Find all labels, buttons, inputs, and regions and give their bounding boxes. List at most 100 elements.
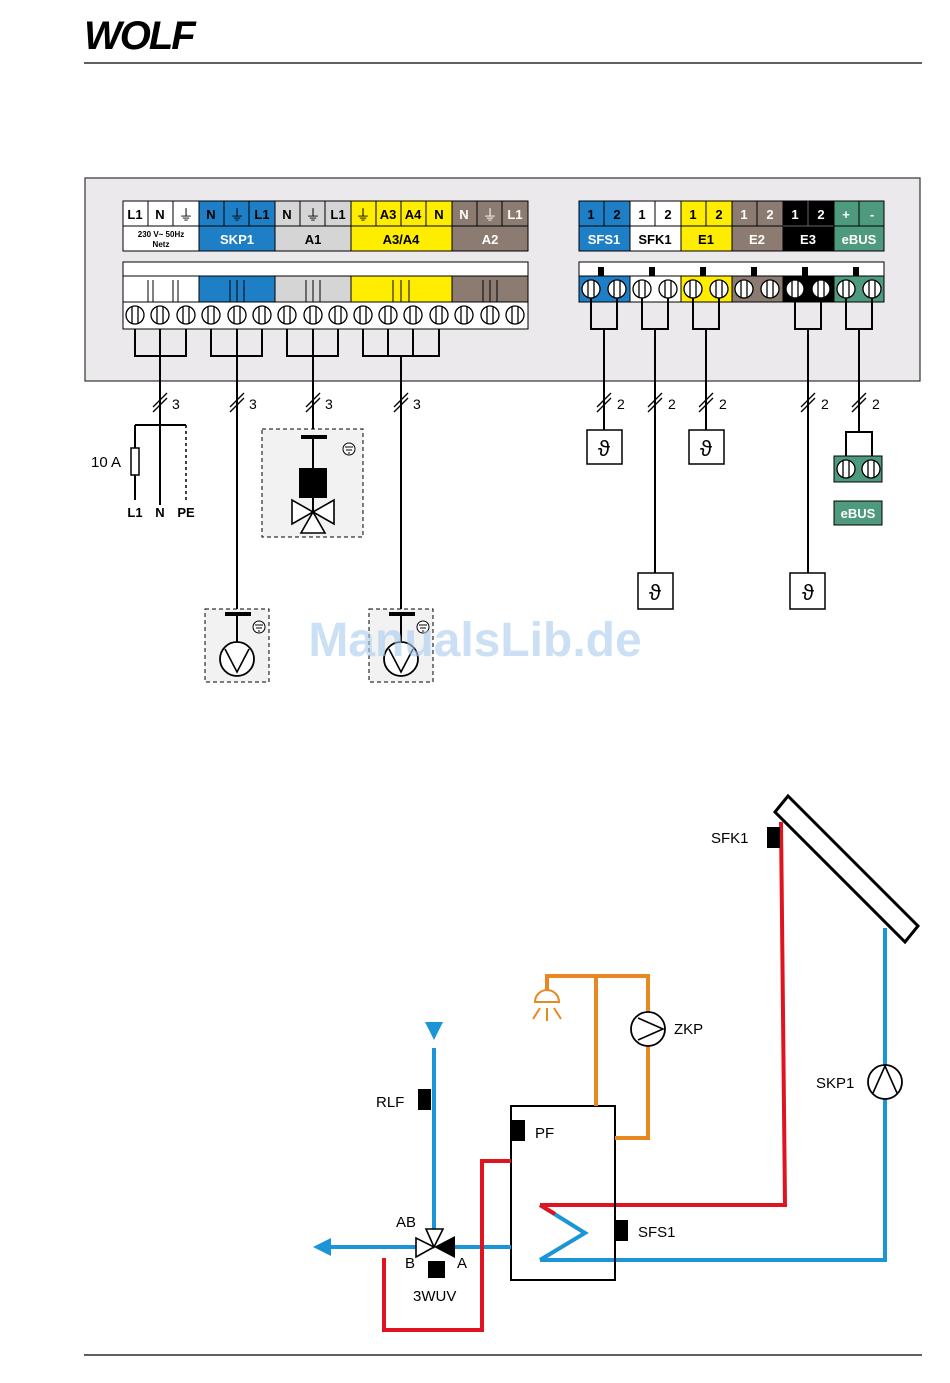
tap-icon	[533, 990, 561, 1021]
terminal-label: A3/A4	[383, 232, 421, 247]
mains-pe-label: PE	[177, 505, 195, 520]
sensor-rlf-marker	[418, 1089, 431, 1110]
terminal-label: A2	[482, 232, 499, 247]
cable-count-label: 2	[872, 396, 880, 412]
sensor-sfk1-marker	[767, 827, 780, 848]
fuse	[131, 448, 139, 475]
power-netz-label: Netz	[153, 240, 170, 249]
pin-a4: A4	[405, 207, 422, 222]
watermark: ManualsLib.de	[308, 614, 641, 667]
pump-skp1	[868, 1065, 902, 1099]
skp1-label: SKP1	[816, 1075, 854, 1092]
terminal-a1: N ⏚ L1 A1	[275, 201, 351, 251]
pin-earth: ⏚	[355, 207, 370, 224]
pump-skp1-box	[205, 609, 269, 682]
earth-icon	[253, 621, 265, 633]
pin-2: 2	[613, 207, 620, 222]
sfk1-label: SFK1	[711, 830, 749, 847]
cable-count-label: 3	[325, 396, 333, 412]
valve-label: 3WUV	[413, 1288, 456, 1305]
terminal-label: A1	[305, 232, 322, 247]
pf-label: PF	[535, 1125, 554, 1142]
pin-l1: L1	[507, 207, 522, 222]
ab-label: AB	[396, 1214, 416, 1231]
sensor-sfs1: ϑ	[587, 430, 622, 464]
terminal-e1: 1 2 E1	[681, 201, 732, 251]
three-way-valve	[416, 1229, 455, 1278]
pin-1: 1	[689, 207, 696, 222]
cable-count-marks-230v: 3 3 3 3	[153, 393, 421, 412]
arrow-left-icon	[313, 1238, 331, 1256]
pin-l1: L1	[127, 207, 142, 222]
cable-count-label: 2	[719, 396, 727, 412]
temperature-sensor-icon: ϑ	[598, 436, 610, 461]
pin-n: N	[155, 207, 164, 222]
dhw-circulation	[547, 976, 648, 1138]
pin-earth: ⏚	[305, 207, 320, 224]
terminal-ebus: + - eBUS	[834, 201, 884, 251]
sensor-pf-marker	[512, 1120, 525, 1141]
cable-count-label: 3	[249, 396, 257, 412]
terminal-label: E3	[800, 232, 816, 247]
pin-2: 2	[817, 207, 824, 222]
arrow-down-icon	[425, 1022, 443, 1040]
power-voltage-label: 230 V~ 50Hz	[138, 230, 184, 239]
pin-n: N	[459, 207, 468, 222]
terminal-label: SKP1	[220, 232, 254, 247]
cable-count-label: 3	[413, 396, 421, 412]
cable-count-label: 2	[617, 396, 625, 412]
terminal-sfs1: 1 2 SFS1	[579, 201, 630, 251]
screw-strip-230v	[123, 262, 528, 329]
sfs1-label: SFS1	[638, 1224, 676, 1241]
terminal-label: E2	[749, 232, 765, 247]
solar-flow-pipe	[540, 822, 785, 1205]
pin-1: 1	[638, 207, 645, 222]
cable-count-label: 3	[172, 396, 180, 412]
terminal-a2: N ⏚ L1 A2	[452, 201, 528, 251]
earth-icon	[343, 443, 355, 455]
terminal-a3a4: ⏚ A3 A4 N A3/A4	[351, 201, 452, 251]
fuse-label: 10 A	[91, 454, 121, 471]
rlf-label: RLF	[376, 1094, 404, 1111]
pin-1: 1	[587, 207, 594, 222]
temperature-sensor-icon: ϑ	[700, 436, 712, 461]
pin-n: N	[206, 207, 215, 222]
hydraulic-schematic: SKP1 SFK1 ZKP PF SFS1	[313, 796, 918, 1330]
terminal-label: SFS1	[588, 232, 621, 247]
pin-2: 2	[766, 207, 773, 222]
pin-a3: A3	[380, 207, 397, 222]
zkp-label: ZKP	[674, 1021, 703, 1038]
terminal-skp1: N ⏚ L1 SKP1	[199, 201, 275, 251]
mains-connection: 10 A L1 N PE	[91, 425, 195, 520]
terminal-label: eBUS	[842, 232, 877, 247]
b-label: B	[405, 1255, 415, 1272]
sensor-e1: ϑ	[689, 430, 724, 464]
pin-minus: -	[870, 207, 874, 222]
terminal-sfk1: 1 2 SFK1	[630, 201, 681, 251]
pin-earth: ⏚	[178, 207, 193, 224]
pin-n: N	[434, 207, 443, 222]
temperature-sensor-icon: ϑ	[649, 580, 661, 605]
terminal-label: E1	[698, 232, 714, 247]
pin-n: N	[282, 207, 291, 222]
terminal-label: SFK1	[638, 232, 671, 247]
pump-zkp	[631, 1012, 665, 1046]
pin-earth: ⏚	[229, 207, 244, 224]
sensor-sfs1-marker	[615, 1220, 628, 1241]
valve-actuator-a1	[262, 429, 363, 537]
ebus-box-label: eBUS	[841, 506, 876, 521]
screw-strip-lowvolt	[579, 262, 884, 302]
mains-l1-label: L1	[127, 505, 142, 520]
terminal-block-lowvolt: 1 2 SFS1 1 2 SFK1 1 2 E1 1 2 E2	[579, 201, 884, 251]
terminal-e3: 1 2 E3	[783, 201, 834, 251]
cable-count-label: 2	[668, 396, 676, 412]
pin-1: 1	[791, 207, 798, 222]
a-label: A	[457, 1255, 467, 1272]
pin-l1: L1	[254, 207, 269, 222]
storage-tank	[511, 1106, 615, 1280]
pin-1: 1	[740, 207, 747, 222]
sensor-sfk1: ϑ	[638, 573, 673, 609]
terminal-e2: 1 2 E2	[732, 201, 783, 251]
terminal-power: L1 N ⏚ 230 V~ 50Hz Netz	[123, 201, 199, 251]
